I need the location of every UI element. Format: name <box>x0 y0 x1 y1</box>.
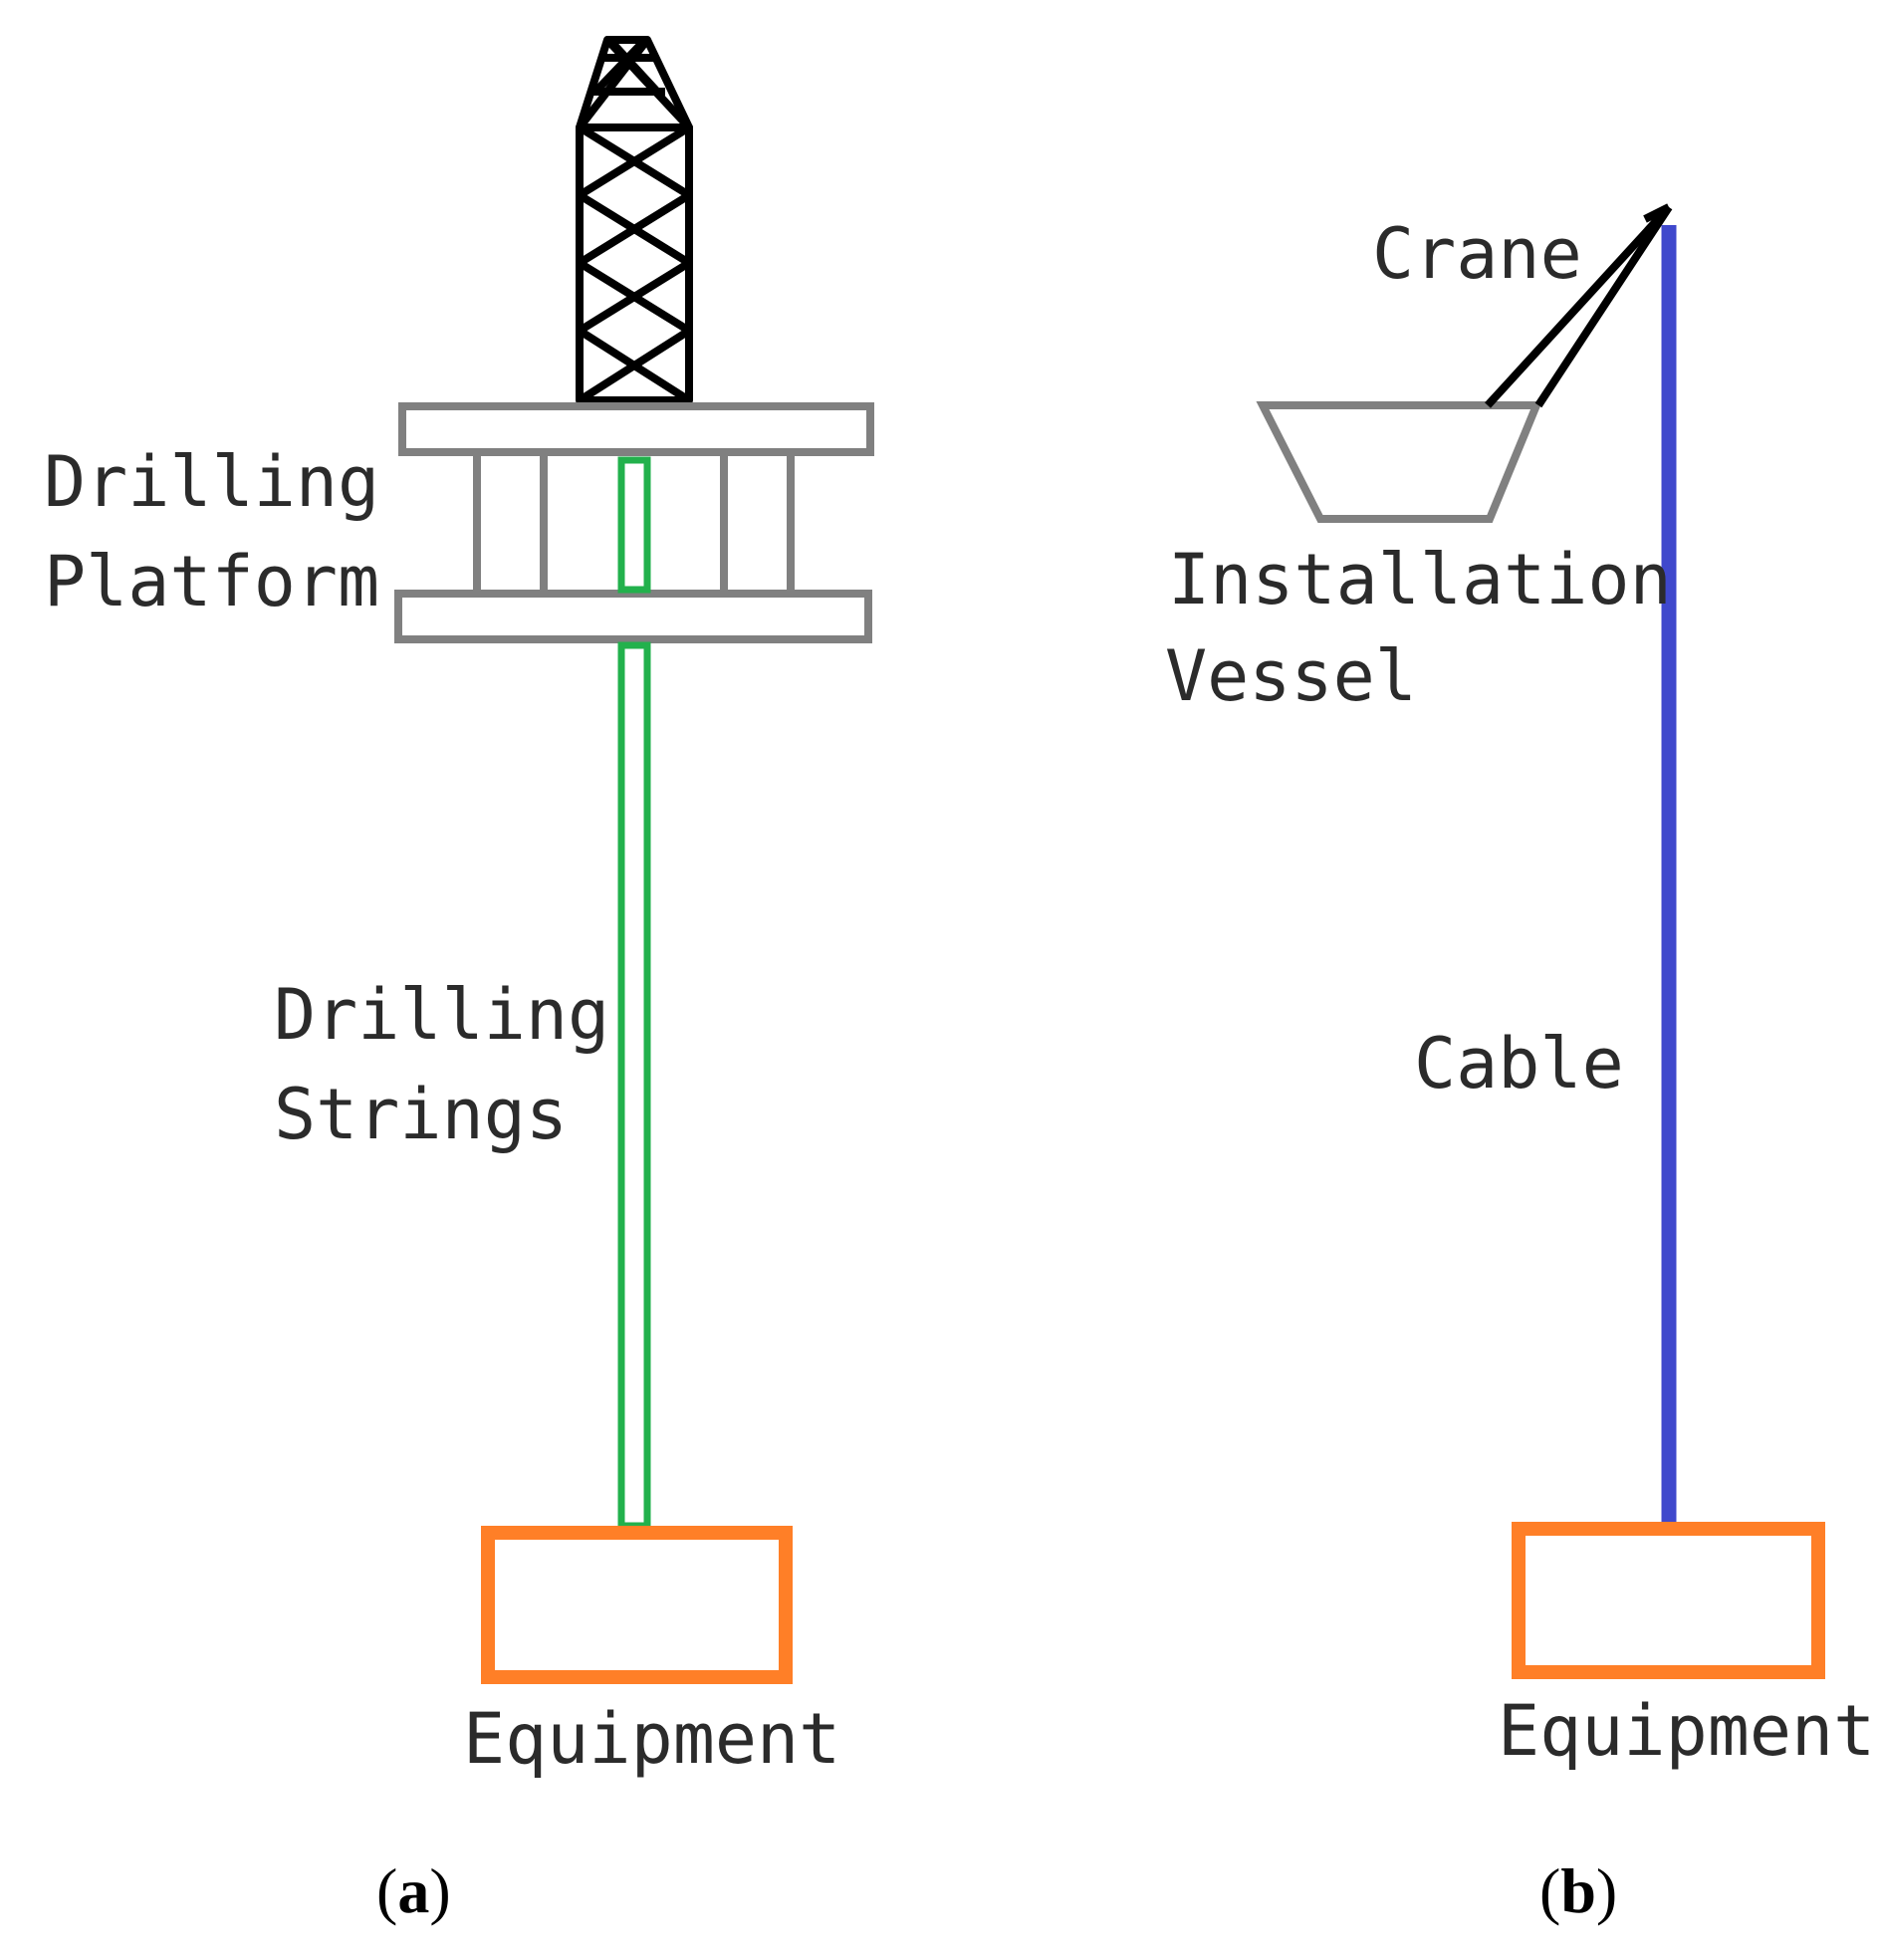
label-installation-vessel-line2: Vessel <box>1165 635 1417 717</box>
drilling-string <box>617 456 651 1530</box>
label-drilling-strings-line2: Strings <box>274 1074 568 1155</box>
platform-lower-deck <box>394 590 872 643</box>
equipment-box-a <box>481 1526 793 1684</box>
label-installation-vessel-line1: Installation <box>1168 539 1672 620</box>
label-drilling-strings-line1: Drilling <box>274 974 609 1056</box>
derrick-tower <box>576 36 693 404</box>
equipment-box-b <box>1512 1522 1825 1679</box>
label-equipment-a: Equipment <box>463 1698 840 1780</box>
panel-a: Drilling Platform Drilling Strings Equip… <box>44 36 874 1926</box>
panel-b: Crane Installation Vessel Cable Equipmen… <box>1165 203 1875 1926</box>
label-cable: Cable <box>1414 1023 1624 1104</box>
crane-boom <box>1485 203 1673 408</box>
caption-b: (b) <box>1539 1855 1617 1926</box>
platform-upper-deck <box>398 402 874 456</box>
label-crane: Crane <box>1372 213 1582 295</box>
caption-a: (a) <box>376 1855 451 1926</box>
label-drilling-platform-line1: Drilling <box>44 441 379 523</box>
label-drilling-platform-line2: Platform <box>44 541 379 622</box>
drilling-platform <box>394 402 874 643</box>
installation-vessel-hull <box>1256 401 1542 523</box>
label-equipment-b: Equipment <box>1498 1690 1875 1772</box>
